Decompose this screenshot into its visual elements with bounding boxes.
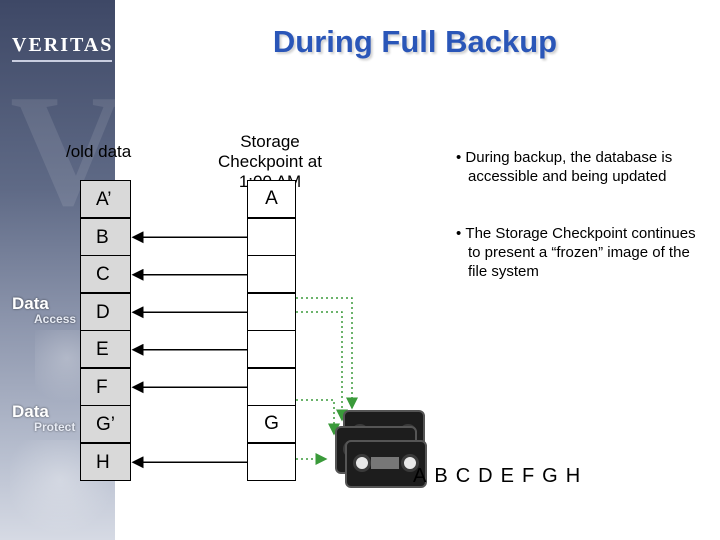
bullet-dot: •	[456, 149, 466, 166]
sidebar-label-main: Data	[12, 402, 49, 421]
checkpoint-block: G	[247, 405, 296, 443]
veritas-logo: VERITAS	[12, 34, 114, 56]
sidebar-data-access-label: Data Access	[12, 294, 76, 326]
tape-block: D	[478, 465, 493, 487]
current-data-label: /old data	[66, 142, 132, 161]
bullet-item: • The Storage Checkpoint continues to pr…	[450, 224, 700, 281]
sidebar-data-protect-label: Data Protect	[12, 402, 75, 434]
backup-flow-arrow	[296, 297, 358, 410]
sidebar-label-sub: Access	[34, 312, 77, 326]
backup-flow-arrow	[296, 311, 348, 422]
data-block: G’	[80, 405, 131, 443]
checkpoint-block	[247, 255, 296, 293]
checkpoint-block	[247, 442, 296, 481]
data-block: D	[80, 292, 131, 331]
checkpoint-block	[247, 367, 296, 406]
logo-underline	[12, 60, 112, 62]
tape-block: E	[500, 465, 514, 487]
tape-block: B	[434, 465, 448, 487]
data-block: E	[80, 330, 131, 368]
checkpoint-block	[247, 330, 296, 368]
checkpoint-block	[247, 217, 296, 256]
data-block: A’	[80, 180, 131, 218]
slide-title: During Full Backup	[272, 24, 558, 59]
checkpoint-block: A	[247, 180, 296, 218]
checkpoint-block	[247, 292, 296, 331]
tape-cassette	[345, 440, 427, 488]
sidebar-label-main: Data	[12, 294, 49, 313]
bullet-item: • During backup, the database is accessi…	[450, 148, 700, 186]
bullet-text: During backup, the database is accessibl…	[465, 149, 673, 185]
data-block: B	[80, 217, 131, 256]
tape-block: A	[413, 465, 427, 487]
tape-block: C	[455, 465, 471, 487]
tape-block: H	[565, 465, 581, 487]
tape-block: G	[542, 465, 558, 487]
tape-block: F	[521, 465, 535, 487]
sidebar-label-sub: Protect	[34, 420, 76, 434]
data-block: C	[80, 255, 131, 293]
backup-tapes-icon	[327, 408, 427, 492]
data-block: H	[80, 442, 131, 481]
bullet-text: The Storage Checkpoint continues to pres…	[465, 225, 696, 280]
bullet-dot: •	[456, 225, 466, 242]
data-block: F	[80, 367, 131, 406]
